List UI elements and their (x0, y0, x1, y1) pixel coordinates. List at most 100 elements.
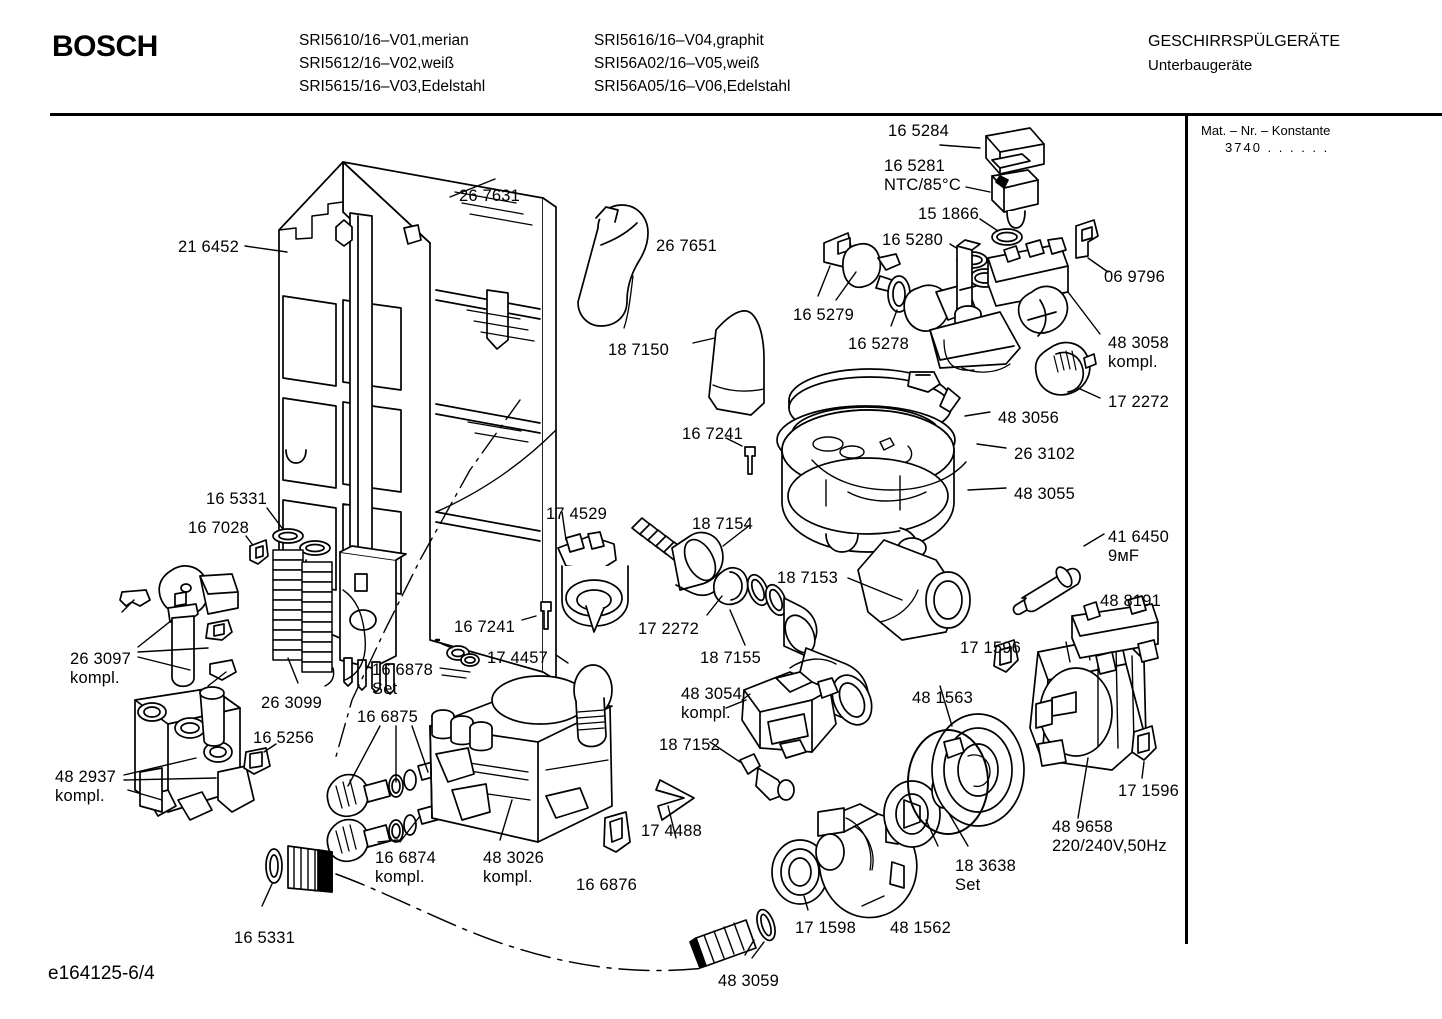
part-number-text: 9мF (1108, 547, 1140, 565)
part-number-label: 48 1562 (890, 919, 951, 938)
part-number-text: kompl. (483, 868, 533, 886)
part-number-label: 16 7241 (454, 618, 515, 637)
part-number-text: 48 3056 (998, 409, 1060, 427)
part-number-label: 06 9796 (1104, 268, 1165, 287)
part-number-text: 17 1596 (1118, 782, 1180, 800)
part-number-text: 16 6875 (357, 708, 419, 726)
part-number-text: 17 1596 (960, 639, 1022, 657)
part-number-label: 17 4457 (487, 649, 548, 668)
part-number-label: 16 5331 (206, 490, 267, 509)
part-number-text: 26 3097 (70, 650, 132, 668)
appliance-category: GESCHIRRSPÜLGERÄTE Unterbaugeräte (1148, 30, 1340, 78)
part-number-text: 48 1563 (912, 689, 974, 707)
part-number-text: 16 7028 (188, 519, 250, 537)
part-number-label: 21 6452 (178, 238, 239, 257)
part-number-text: 21 6452 (178, 238, 240, 256)
part-number-label: 16 7241 (682, 425, 743, 444)
panel-divider-rule (1185, 116, 1188, 944)
part-number-label: 18 7154 (692, 515, 753, 534)
bosch-logo: BOSCH (52, 30, 158, 63)
part-number-label: 26 3102 (1014, 445, 1075, 464)
part-number-label: 15 1866 (918, 205, 979, 224)
part-number-text: 17 1598 (795, 919, 857, 937)
part-number-text: 15 1866 (918, 205, 980, 223)
part-number-text: kompl. (375, 868, 425, 886)
part-number-text: kompl. (681, 704, 731, 722)
part-number-label: 26 7631 (459, 187, 520, 206)
part-number-text: 17 4529 (546, 505, 608, 523)
model-line: SRI5610/16–V01,merian (299, 32, 469, 49)
part-number-text: 48 1562 (890, 919, 952, 937)
material-number-title: Mat. – Nr. – Konstante (1201, 123, 1331, 138)
model-list-column-1: SRI5610/16–V01,merian SRI5612/16–V02,wei… (299, 29, 485, 98)
category-subtitle: Unterbaugeräte (1148, 57, 1253, 74)
part-number-text: 48 3058 (1108, 334, 1170, 352)
part-number-text: 16 7241 (682, 425, 744, 443)
category-title: GESCHIRRSPÜLGERÄTE (1148, 33, 1341, 50)
part-number-text: 48 2937 (55, 768, 117, 786)
part-number-text: 48 3059 (718, 972, 780, 990)
part-number-text: 48 8191 (1100, 592, 1162, 610)
part-number-label: 18 7153 (777, 569, 838, 588)
part-number-label: 18 7152 (659, 736, 720, 755)
part-number-label: 48 3055 (1014, 485, 1075, 504)
model-list-column-2: SRI5616/16–V04,graphit SRI56A02/16–V05,w… (594, 29, 790, 98)
part-number-text: 17 2272 (1108, 393, 1170, 411)
part-number-text: 16 7241 (454, 618, 516, 636)
part-number-text: 16 5331 (234, 929, 296, 947)
part-number-label: 48 3056 (998, 409, 1059, 428)
part-number-label: 48 1563 (912, 689, 973, 708)
model-line: SRI5612/16–V02,weiß (299, 55, 455, 72)
part-number-text: 16 5331 (206, 490, 268, 508)
part-number-text: 41 6450 (1108, 528, 1170, 546)
part-number-label: 16 7028 (188, 519, 249, 538)
part-number-label: 16 5284 (888, 122, 949, 141)
part-number-text: 18 7152 (659, 736, 721, 754)
part-number-label: 17 1596 (960, 639, 1021, 658)
part-number-label: 17 1598 (795, 919, 856, 938)
part-number-label: 18 7155 (700, 649, 761, 668)
part-number-text: 06 9796 (1104, 268, 1166, 286)
part-number-label: 16 5280 (882, 231, 943, 250)
part-number-text: 220/240V,50Hz (1052, 837, 1167, 855)
material-number-box: Mat. – Nr. – Konstante 3740 . . . . . . (1201, 122, 1330, 156)
header-divider-rule (50, 113, 1442, 116)
part-number-text: 26 3099 (261, 694, 323, 712)
part-number-label: 26 3099 (261, 694, 322, 713)
part-number-text: 18 3638 (955, 857, 1017, 875)
part-number-text: 16 5278 (848, 335, 910, 353)
part-number-label: 17 2272 (638, 620, 699, 639)
part-number-text: 17 4488 (641, 822, 703, 840)
part-number-text: kompl. (70, 669, 120, 687)
part-number-text: 48 3055 (1014, 485, 1076, 503)
model-line: SRI5615/16–V03,Edelstahl (299, 78, 486, 95)
part-number-text: kompl. (1108, 353, 1158, 371)
part-number-label: 26 7651 (656, 237, 717, 256)
part-number-text: 17 2272 (638, 620, 700, 638)
part-number-text: 48 3054 (681, 685, 743, 703)
part-number-text: 16 6876 (576, 876, 638, 894)
part-number-text: 48 3026 (483, 849, 545, 867)
part-number-label: 17 2272 (1108, 393, 1169, 412)
part-number-text: kompl. (55, 787, 105, 805)
part-number-text: 18 7150 (608, 341, 670, 359)
material-number-value: 3740 . . . . . . (1225, 140, 1330, 155)
part-number-text: 16 5284 (888, 122, 950, 140)
part-number-text: 16 5281 (884, 157, 946, 175)
part-number-text: 16 5280 (882, 231, 944, 249)
part-number-text: 26 3102 (1014, 445, 1076, 463)
part-number-text: NTC/85°C (884, 176, 961, 194)
part-number-text: 26 7651 (656, 237, 718, 255)
part-number-text: 17 4457 (487, 649, 549, 667)
part-number-label: 16 5331 (234, 929, 295, 948)
part-number-text: Set (372, 680, 398, 698)
part-number-text: 16 5279 (793, 306, 855, 324)
